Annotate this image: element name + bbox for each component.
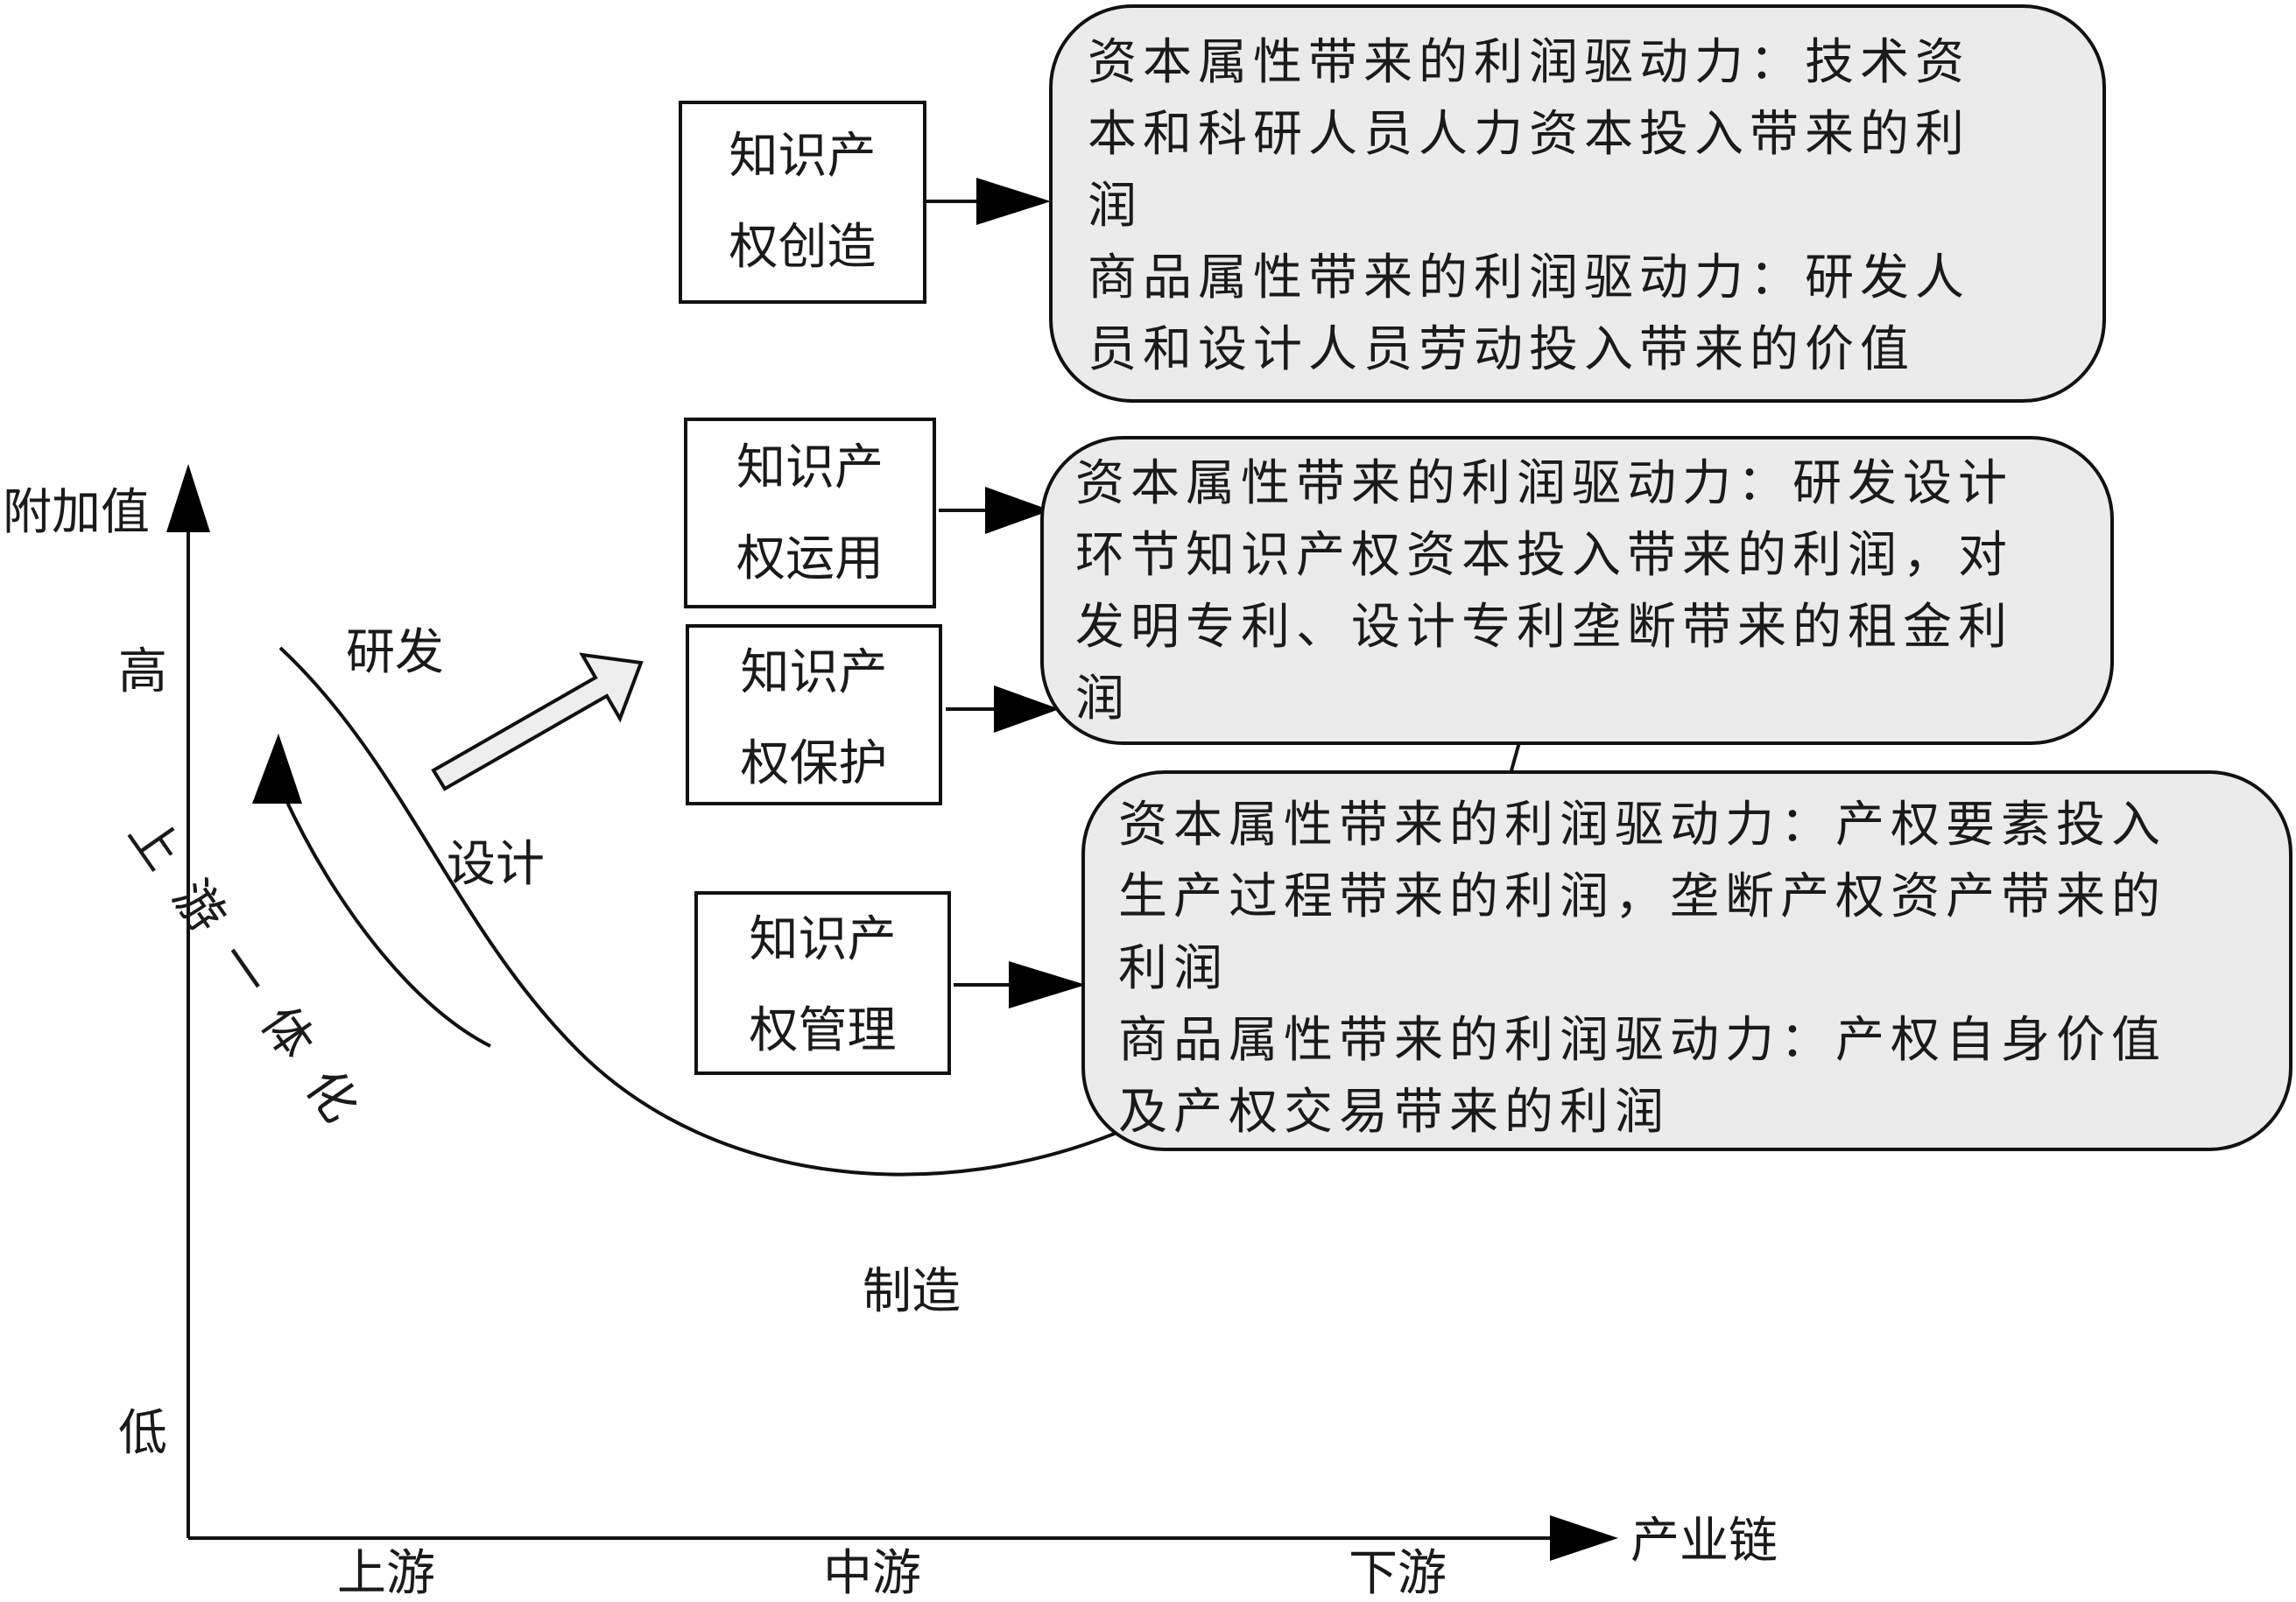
bubble-manage-line-4: 商品属性带来的利润驱动力：产权自身价值 <box>1118 1012 2166 1069</box>
connector-use-arrowhead <box>985 487 1051 534</box>
manufacturing-label: 制造 <box>863 1263 961 1320</box>
y-axis-low-label: 低 <box>118 1405 167 1462</box>
bubble-create-line-4: 商品属性带来的利润驱动力：研发人 <box>1088 249 1970 306</box>
bubble-use-line-1: 资本属性带来的利润驱动力：研发设计 <box>1075 455 2013 512</box>
upstream-integration-arrowhead <box>252 734 302 804</box>
bubble-create-line-3: 润 <box>1088 178 1143 235</box>
ip-create-line-2: 权创造 <box>729 219 877 276</box>
bubble-manage-line-1: 资本属性带来的利润驱动力：产权要素投入 <box>1118 797 2166 854</box>
bubble-use-protect: 资本属性带来的利润驱动力：研发设计 环节知识产权资本投入带来的利润，对 发明专利… <box>1040 436 2114 745</box>
ip-protect-box: 知识产 权保护 <box>686 624 942 805</box>
x-tick-upstream: 上游 <box>337 1545 435 1602</box>
design-label: 设计 <box>447 836 545 893</box>
ip-protect-line-2: 权保护 <box>740 735 888 792</box>
bubble-manage: 资本属性带来的利润驱动力：产权要素投入 生产过程带来的利润，垄断产权资产带来的 … <box>1081 770 2292 1151</box>
y-axis-label: 附加值 <box>3 484 150 541</box>
bubble-create-line-5: 员和设计人员劳动投入带来的价值 <box>1088 321 1915 378</box>
bubble-link-line <box>1509 741 1521 775</box>
bubble-create-line-1: 资本属性带来的利润驱动力：技术资 <box>1088 34 1970 91</box>
bubble-manage-line-3: 利润 <box>1118 940 1229 997</box>
big-hollow-arrow <box>431 652 644 791</box>
bubble-use-line-2: 环节知识产权资本投入带来的利润，对 <box>1075 527 2013 584</box>
y-axis-high-label: 高 <box>118 643 167 700</box>
ip-manage-line-1: 知识产 <box>749 911 897 968</box>
ip-create-box: 知识产 权创造 <box>679 101 926 304</box>
x-axis-arrowhead <box>1550 1515 1618 1561</box>
x-tick-midstream: 中游 <box>823 1545 921 1602</box>
ip-use-box: 知识产 权运用 <box>684 418 936 608</box>
bubble-create-line-2: 本和科研人员人力资本投入带来的利 <box>1088 106 1970 163</box>
connector-create-arrowhead <box>976 178 1051 225</box>
ip-protect-line-1: 知识产 <box>740 644 888 701</box>
ip-use-line-2: 权运用 <box>736 530 884 587</box>
ip-create-line-1: 知识产 <box>729 128 877 185</box>
bubble-use-line-3: 发明专利、设计专利垄断带来的租金利 <box>1075 599 2013 656</box>
bubble-use-line-4: 润 <box>1075 671 1130 727</box>
research-label: 研发 <box>346 624 444 681</box>
connector-protect-arrowhead <box>994 685 1060 733</box>
connector-manage-arrowhead <box>1009 961 1086 1008</box>
upstream-integration-curve <box>283 796 491 1048</box>
ip-manage-box: 知识产 权管理 <box>694 891 951 1075</box>
value-curve <box>278 646 1122 1177</box>
ip-use-line-1: 知识产 <box>736 439 884 496</box>
bubble-create: 资本属性带来的利润驱动力：技术资 本和科研人员人力资本投入带来的利 润 商品属性… <box>1049 4 2106 403</box>
bubble-manage-line-5: 及产权交易带来的利润 <box>1118 1084 1670 1141</box>
y-axis-arrowhead <box>166 464 210 532</box>
x-axis-label: 产业链 <box>1630 1513 1778 1570</box>
ip-manage-line-2: 权管理 <box>749 1002 897 1059</box>
bubble-manage-line-2: 生产过程带来的利润，垄断产权资产带来的 <box>1118 868 2166 925</box>
x-tick-downstream: 下游 <box>1349 1545 1447 1602</box>
